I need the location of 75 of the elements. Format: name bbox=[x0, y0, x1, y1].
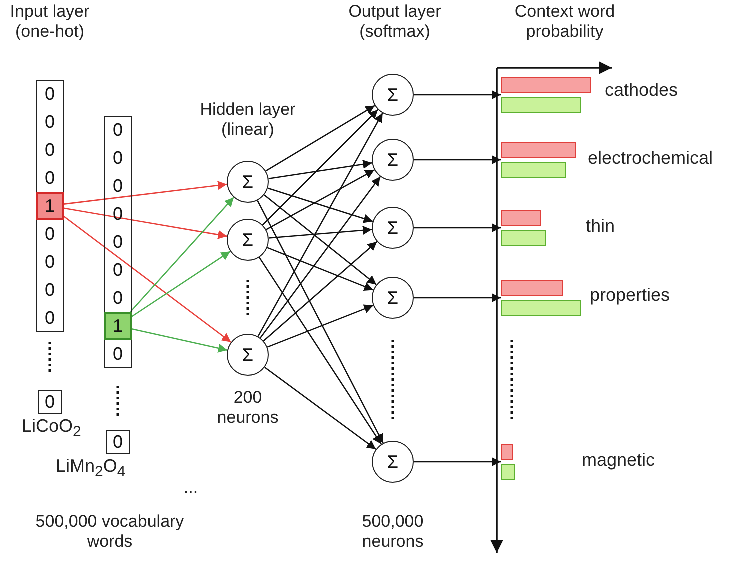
neuron-circle: Σ bbox=[372, 207, 414, 249]
word-label: thin bbox=[586, 216, 616, 236]
vector-cell: 1 bbox=[36, 192, 64, 220]
neuron-circle: Σ bbox=[227, 161, 269, 203]
probability-bars-drawing bbox=[501, 208, 546, 248]
vector-cell: 0 bbox=[38, 390, 62, 414]
arrow bbox=[268, 160, 372, 180]
word-label: cathodes bbox=[605, 80, 678, 100]
vector-cell: 0 bbox=[105, 284, 131, 312]
arrow bbox=[258, 257, 382, 445]
layer-heading: Output layer (softmax) bbox=[348, 2, 442, 42]
probability-bars-drawing bbox=[501, 140, 576, 180]
caption-text: 200 neurons bbox=[216, 388, 280, 428]
probability-bars-drawing bbox=[501, 442, 515, 482]
arrow bbox=[414, 155, 501, 165]
arrow bbox=[268, 188, 374, 224]
vector-cell: 0 bbox=[37, 136, 63, 164]
arrow bbox=[264, 194, 377, 286]
arrow bbox=[130, 197, 234, 312]
layer-heading: Input layer (one-hot) bbox=[9, 2, 91, 42]
vector-cell: 0 bbox=[105, 256, 131, 284]
vector-label: LiMn$_{2}$O$_{4}$ bbox=[56, 456, 126, 483]
arrow bbox=[414, 223, 501, 233]
neuron-circle: Σ bbox=[372, 441, 414, 483]
neuron-circle: Σ bbox=[372, 74, 414, 116]
arrow bbox=[263, 241, 378, 342]
vector-cell: 0 bbox=[105, 228, 131, 256]
arrow bbox=[264, 366, 376, 450]
arrow bbox=[268, 226, 372, 239]
arrow bbox=[132, 251, 231, 318]
vector-cell: 0 bbox=[105, 340, 131, 368]
arrow bbox=[64, 181, 228, 205]
arrow bbox=[64, 208, 228, 240]
vector-cell: 0 bbox=[37, 108, 63, 136]
arrow bbox=[266, 170, 375, 230]
vector-cell: 0 bbox=[106, 430, 130, 454]
probability-bars-drawing bbox=[501, 278, 581, 318]
word-label: magnetic bbox=[582, 450, 656, 470]
layer-heading: Hidden layer (linear) bbox=[199, 100, 297, 140]
vector-cell: 0 bbox=[37, 248, 63, 276]
vector-cell: 0 bbox=[37, 164, 63, 192]
arrow bbox=[257, 200, 384, 444]
vector-cell: 0 bbox=[105, 172, 131, 200]
vector-cell: 0 bbox=[37, 304, 63, 332]
layer-heading: Context word probability bbox=[514, 2, 616, 42]
vector-cell: 0 bbox=[105, 144, 131, 172]
vector-column bbox=[104, 116, 132, 368]
vector-column bbox=[36, 80, 64, 332]
arrow bbox=[414, 293, 501, 303]
arrow bbox=[258, 113, 384, 337]
probability-bars-drawing bbox=[501, 75, 591, 115]
arrow bbox=[260, 176, 381, 339]
vector-cell: 0 bbox=[37, 80, 63, 108]
vector-cell: 0 bbox=[37, 276, 63, 304]
caption-text: ... bbox=[182, 478, 200, 498]
arrow bbox=[266, 105, 376, 172]
caption-text: 500,000 vocabulary words bbox=[34, 512, 186, 552]
neuron-circle: Σ bbox=[372, 139, 414, 181]
arrow bbox=[267, 304, 374, 348]
neuron-circle: Σ bbox=[372, 277, 414, 319]
arrow bbox=[262, 109, 379, 226]
neuron-circle: Σ bbox=[227, 219, 269, 261]
neuron-circle: Σ bbox=[227, 334, 269, 376]
vector-cell: 1 bbox=[104, 312, 132, 340]
arrow bbox=[132, 328, 228, 353]
vector-cell: 0 bbox=[105, 116, 131, 144]
word-label: properties bbox=[590, 285, 670, 305]
vector-cell: 0 bbox=[37, 220, 63, 248]
arrow bbox=[64, 216, 232, 343]
arrow bbox=[414, 90, 501, 100]
arrow bbox=[267, 247, 374, 292]
arrow bbox=[414, 457, 501, 467]
caption-text: 500,000 neurons bbox=[361, 512, 425, 552]
word-label: electrochemical bbox=[588, 148, 714, 168]
vector-label: LiCoO$_{2}$ bbox=[22, 416, 82, 443]
